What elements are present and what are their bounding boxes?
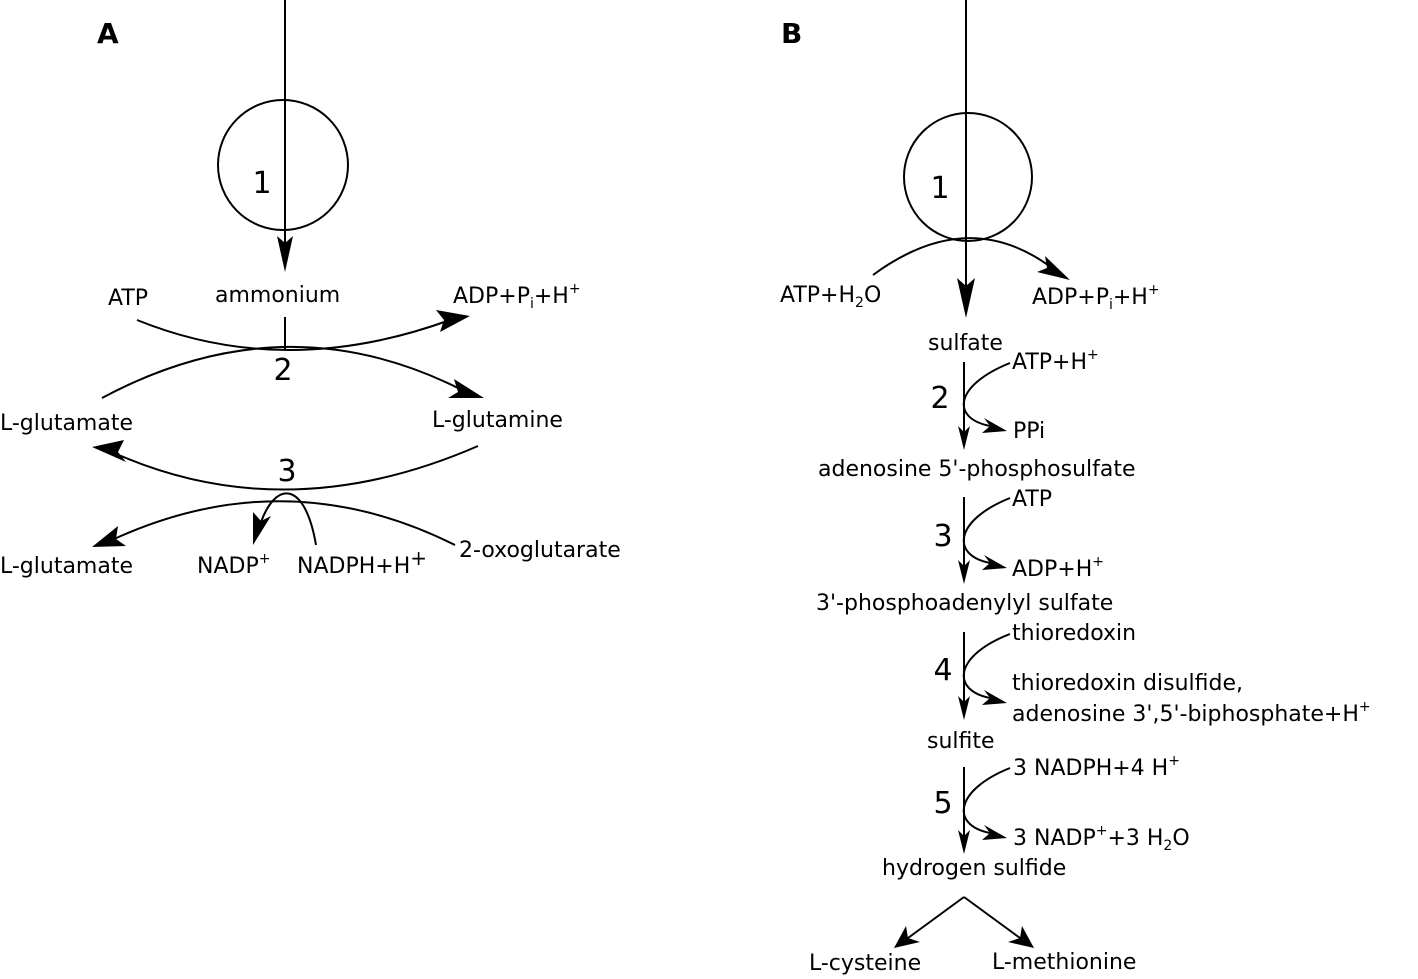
b-to-methionine-line [963, 896, 1021, 939]
b-thioredoxin-label: thioredoxin [1012, 621, 1136, 646]
b-step-2: 2 [930, 381, 949, 416]
b-step-3-arrowhead [958, 560, 970, 584]
a-l-glutamate-label-2: L-glutamate [0, 554, 133, 579]
b-step-3: 3 [933, 519, 952, 554]
a-atp-to-adp-curve [136, 319, 451, 351]
a-nadph-to-nadp-curve [259, 492, 317, 546]
a-step-3: 3 [277, 454, 296, 489]
b-step-4-arrowhead [958, 696, 970, 720]
b-sulfate-label: sulfate [928, 331, 1003, 356]
b-step-2-side-arrowhead [982, 418, 1007, 433]
b-step-2-side-curve [962, 362, 1011, 427]
b-l-cysteine-label: L-cysteine [809, 951, 921, 976]
a-nadph-h-label: NADPH+H+ [297, 546, 427, 579]
b-adp-pi-h-label: ADP+Pi+H+ [1032, 282, 1160, 313]
a-l-glutamine-label: L-glutamine [432, 408, 563, 433]
panel-a-label: A [97, 17, 119, 50]
a-ammonium-label: ammonium [215, 283, 340, 308]
a-glutamine-to-glutamate-curve [111, 445, 479, 491]
b-step-5: 5 [933, 786, 952, 821]
b-step-5-side-curve [962, 767, 1011, 834]
b-ppi-label: PPi [1013, 419, 1045, 444]
a-entry-arrowhead [277, 236, 293, 272]
b-cysteine-arrowhead [894, 926, 920, 948]
b-to-cysteine-line [907, 896, 965, 939]
b-step-4-side-curve [962, 633, 1011, 699]
panel-a: A 1 ATP ammonium ADP+Pi+H+ 2 L-glutamate… [0, 0, 621, 579]
b-adp-h-label: ADP+H+ [1012, 554, 1104, 582]
b-step-1: 1 [930, 171, 949, 206]
b-atp-h-label: ATP+H+ [1012, 347, 1099, 375]
a-glutamate-1-arrowhead [92, 440, 126, 462]
a-transporter-circle [217, 99, 349, 231]
b-l-methionine-label: L-methionine [992, 950, 1136, 975]
b-transporter-circle [903, 112, 1033, 242]
a-oxoglutarate-to-glutamate-curve [111, 500, 456, 546]
a-glutamine-arrowhead [448, 379, 484, 398]
panel-b: B 1 ATP+H2O ADP+Pi+H+ sulfate 2 ATP+H+ P… [780, 0, 1371, 976]
a-oxoglutarate-label: 2-oxoglutarate [459, 538, 621, 563]
b-methionine-arrowhead [1008, 926, 1034, 948]
b-nadp-h2o-label: 3 NADP++3 H2O [1013, 823, 1190, 854]
b-sulfite-label: sulfite [927, 729, 995, 754]
b-step-3-side-curve [962, 497, 1011, 564]
b-nadph-label: 3 NADPH+4 H+ [1013, 753, 1180, 781]
b-atp-label: ATP [1012, 487, 1052, 512]
panel-b-label: B [781, 17, 802, 50]
b-thioredoxin-disulfide-label: thioredoxin disulfide, [1012, 671, 1243, 696]
a-adp-pi-h-label: ADP+Pi+H+ [453, 281, 581, 312]
a-nadp-label: NADP+ [197, 551, 270, 579]
a-atp-label: ATP [108, 286, 148, 311]
b-hydrogen-sulfide-label: hydrogen sulfide [882, 856, 1066, 881]
b-entry-arrowhead [957, 278, 975, 318]
b-step-5-arrowhead [958, 830, 970, 854]
a-glutamate-to-glutamine-curve [101, 346, 463, 399]
a-step-1: 1 [252, 166, 271, 201]
b-paps-label: 3'-phosphoadenylyl sulfate [816, 591, 1113, 616]
a-nadp-arrowhead [253, 512, 271, 545]
b-step-4: 4 [933, 653, 952, 688]
b-atp-to-adp-curve [872, 237, 1053, 276]
b-step-2-arrowhead [958, 426, 970, 450]
b-step-5-side-arrowhead [982, 825, 1007, 840]
b-adp-arrowhead [1037, 256, 1070, 280]
b-step-3-side-arrowhead [982, 555, 1007, 570]
a-l-glutamate-label-1: L-glutamate [0, 411, 133, 436]
b-atp-h2o-label: ATP+H2O [780, 283, 881, 311]
a-step-2: 2 [273, 353, 292, 388]
b-step-4-side-arrowhead [982, 690, 1007, 705]
b-biphosphate-label: adenosine 3',5'-biphosphate+H+ [1012, 699, 1371, 727]
b-aps-label: adenosine 5'-phosphosulfate [818, 457, 1136, 482]
a-glutamate-2-arrowhead [92, 526, 126, 547]
a-adp-arrowhead [436, 310, 470, 332]
